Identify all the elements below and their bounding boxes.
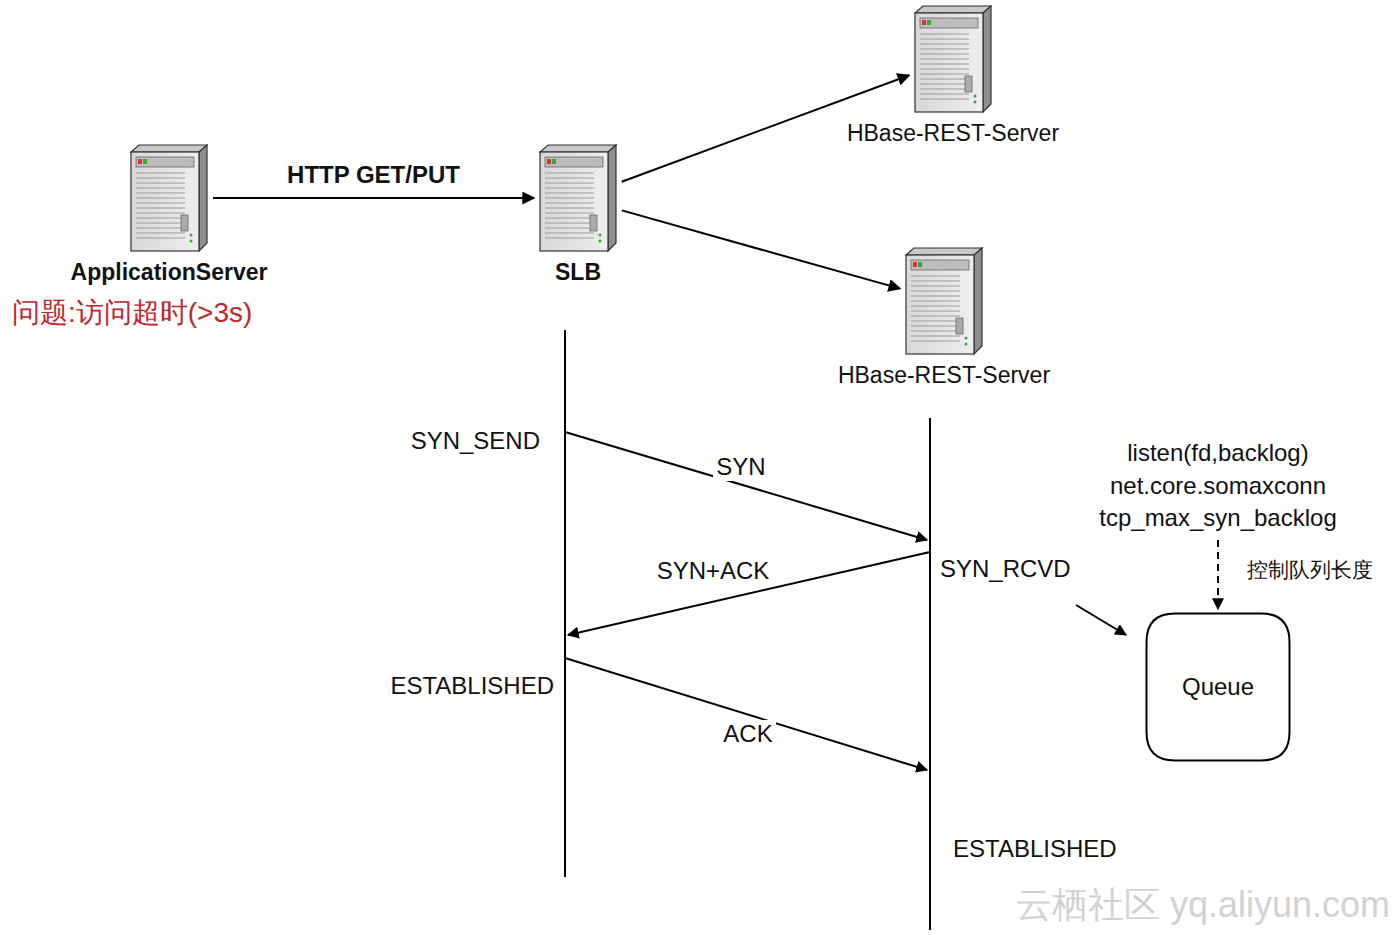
queue-shape: Queue — [1145, 612, 1291, 762]
queue-label: Queue — [1182, 673, 1254, 702]
dashed-arrow — [1217, 540, 1219, 609]
server-label: ApplicationServer — [71, 259, 268, 287]
watermark: 云栖社区 yq.aliyun.com — [1016, 883, 1390, 926]
edge-label: HTTP GET/PUT — [287, 161, 460, 190]
message-arrow — [565, 432, 927, 540]
lifeline — [929, 418, 931, 930]
pointer-arrow — [1076, 605, 1126, 635]
server-icon — [129, 143, 209, 253]
server-icon — [538, 143, 618, 253]
param-label: listen(fd,backlog) — [1127, 439, 1308, 468]
server-node: HBase-REST-Server — [847, 4, 1059, 148]
server-icon — [913, 4, 993, 114]
param-label: net.core.somaxconn — [1110, 472, 1326, 501]
message-arrow — [565, 658, 927, 770]
server-node: SLB — [538, 143, 618, 287]
message-label: SYN — [713, 453, 768, 482]
server-node: ApplicationServer — [71, 143, 268, 287]
message-arrow — [568, 552, 930, 635]
server-node: HBase-REST-Server — [838, 246, 1050, 390]
param-label: tcp_max_syn_backlog — [1099, 504, 1336, 533]
server-icon — [904, 246, 984, 356]
state-label: ESTABLISHED — [953, 835, 1117, 864]
message-label: SYN+ACK — [654, 557, 773, 586]
server-label: HBase-REST-Server — [838, 362, 1050, 390]
problem-note: 问题:访问超时(>3s) — [12, 296, 252, 330]
state-label: ESTABLISHED — [390, 672, 554, 701]
connector — [213, 197, 534, 199]
lifeline — [564, 330, 566, 877]
state-label: SYN_RCVD — [940, 555, 1071, 584]
server-label: SLB — [555, 259, 601, 287]
server-label: HBase-REST-Server — [847, 120, 1059, 148]
connector — [622, 210, 900, 288]
state-label: SYN_SEND — [411, 427, 540, 456]
message-label: ACK — [720, 720, 775, 749]
note-label: 控制队列长度 — [1247, 557, 1373, 582]
